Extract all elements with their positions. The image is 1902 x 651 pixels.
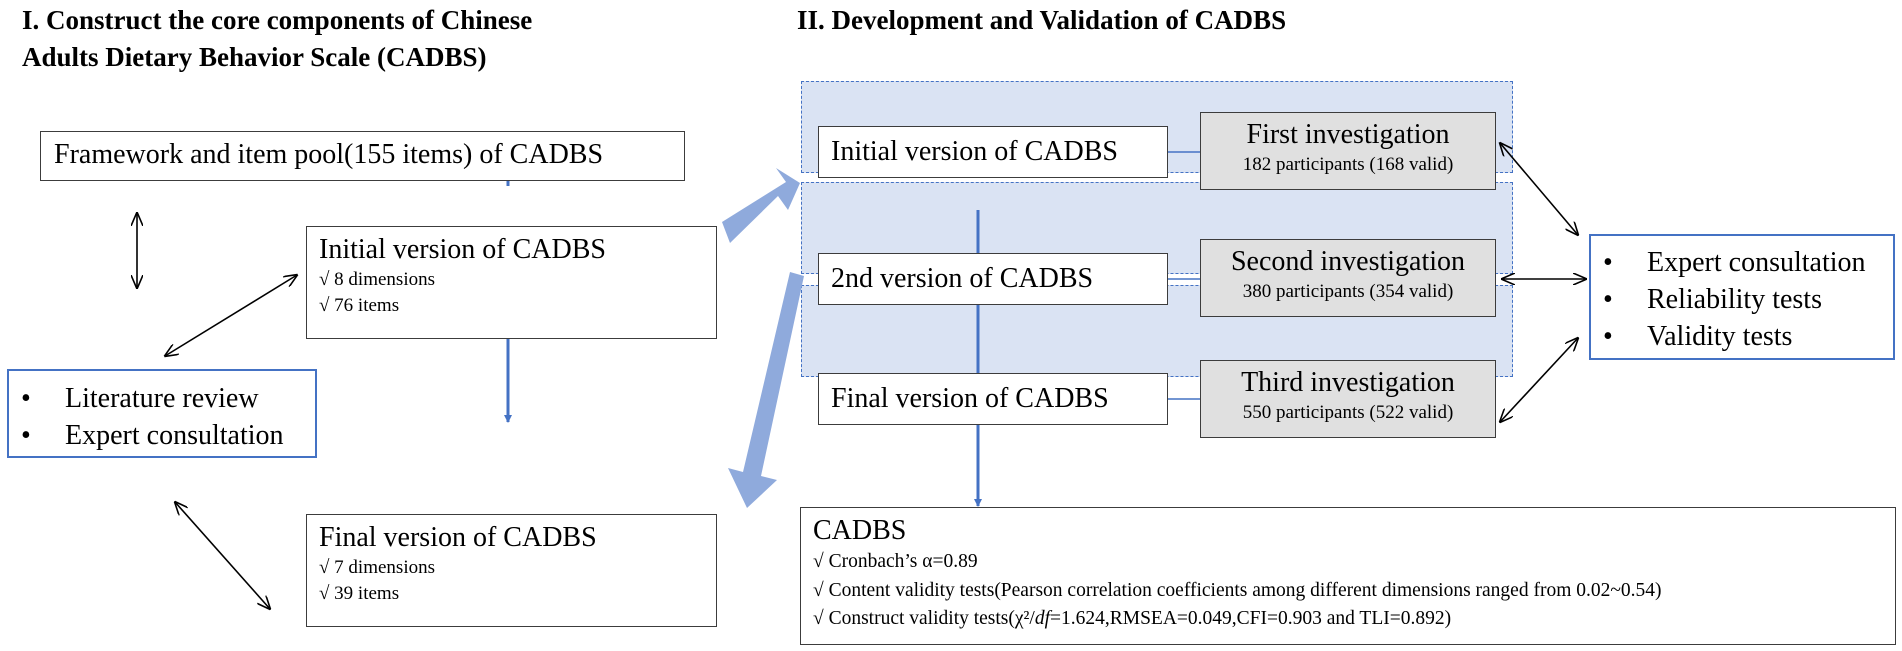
initial-version-box: Initial version of CADBS √ 8 dimensions …: [306, 226, 717, 339]
final-version-box: Final version of CADBS √ 7 dimensions √ …: [306, 514, 717, 627]
double-arrow-third-tests: [1500, 338, 1578, 422]
big-arrow-to-section2: [722, 168, 800, 243]
tests-item: •Reliability tests: [1603, 284, 1822, 315]
methods-item: •Expert consultation: [21, 420, 284, 451]
methods-item: •Literature review: [21, 383, 259, 414]
row2-investigation-title: Second investigation: [1230, 246, 1466, 277]
row1-participants: 182 participants (168 valid): [1242, 154, 1454, 175]
framework-box: Framework and item pool(155 items) of CA…: [40, 131, 685, 181]
row2-version-box: 2nd version of CADBS: [818, 253, 1168, 305]
big-arrow-back-to-section1: [728, 272, 804, 508]
row2-investigation-box: Second investigation 380 participants (3…: [1200, 239, 1496, 317]
row3-investigation-title: Third investigation: [1241, 367, 1455, 398]
result-reliability: √ Cronbach’s α=0.89: [813, 551, 978, 572]
row3-participants: 550 participants (522 valid): [1242, 402, 1454, 423]
row2-participants: 380 participants (354 valid): [1242, 281, 1454, 302]
result-content-validity: √ Content validity tests(Pearson correla…: [813, 579, 1662, 601]
section1-title-line2: Adults Dietary Behavior Scale (CADBS): [22, 42, 487, 72]
double-arrow-methods-final: [175, 502, 270, 609]
result-title: CADBS: [813, 515, 907, 546]
tests-box: •Expert consultation •Reliability tests …: [1589, 234, 1895, 360]
methods-box: •Literature review •Expert consultation: [7, 369, 317, 458]
final-version-title: Final version of CADBS: [319, 522, 597, 553]
initial-items: √ 76 items: [319, 295, 400, 316]
section2-title: II. Development and Validation of CADBS: [797, 5, 1287, 35]
final-dimensions: √ 7 dimensions: [319, 557, 435, 578]
row1-investigation-title: First investigation: [1246, 119, 1450, 150]
result-box: CADBS √ Cronbach’s α=0.89 √ Content vali…: [800, 507, 1896, 645]
result-construct-validity: √ Construct validity tests(χ²/df=1.624,R…: [813, 608, 1452, 629]
row1-version-box: Initial version of CADBS: [818, 126, 1168, 178]
final-items: √ 39 items: [319, 583, 400, 604]
double-arrow-first-tests: [1500, 143, 1578, 235]
tests-item: •Validity tests: [1603, 321, 1793, 352]
double-arrow-methods-initial: [165, 275, 297, 356]
section1-title-line1: I. Construct the core components of Chin…: [22, 5, 533, 35]
initial-version-title: Initial version of CADBS: [319, 234, 606, 265]
row3-investigation-box: Third investigation 550 participants (52…: [1200, 360, 1496, 438]
row3-version-box: Final version of CADBS: [818, 373, 1168, 425]
initial-dimensions: √ 8 dimensions: [319, 269, 435, 290]
row1-investigation-box: First investigation 182 participants (16…: [1200, 112, 1496, 190]
section1-title: I. Construct the core components of Chin…: [22, 2, 532, 76]
tests-item: •Expert consultation: [1603, 247, 1866, 278]
